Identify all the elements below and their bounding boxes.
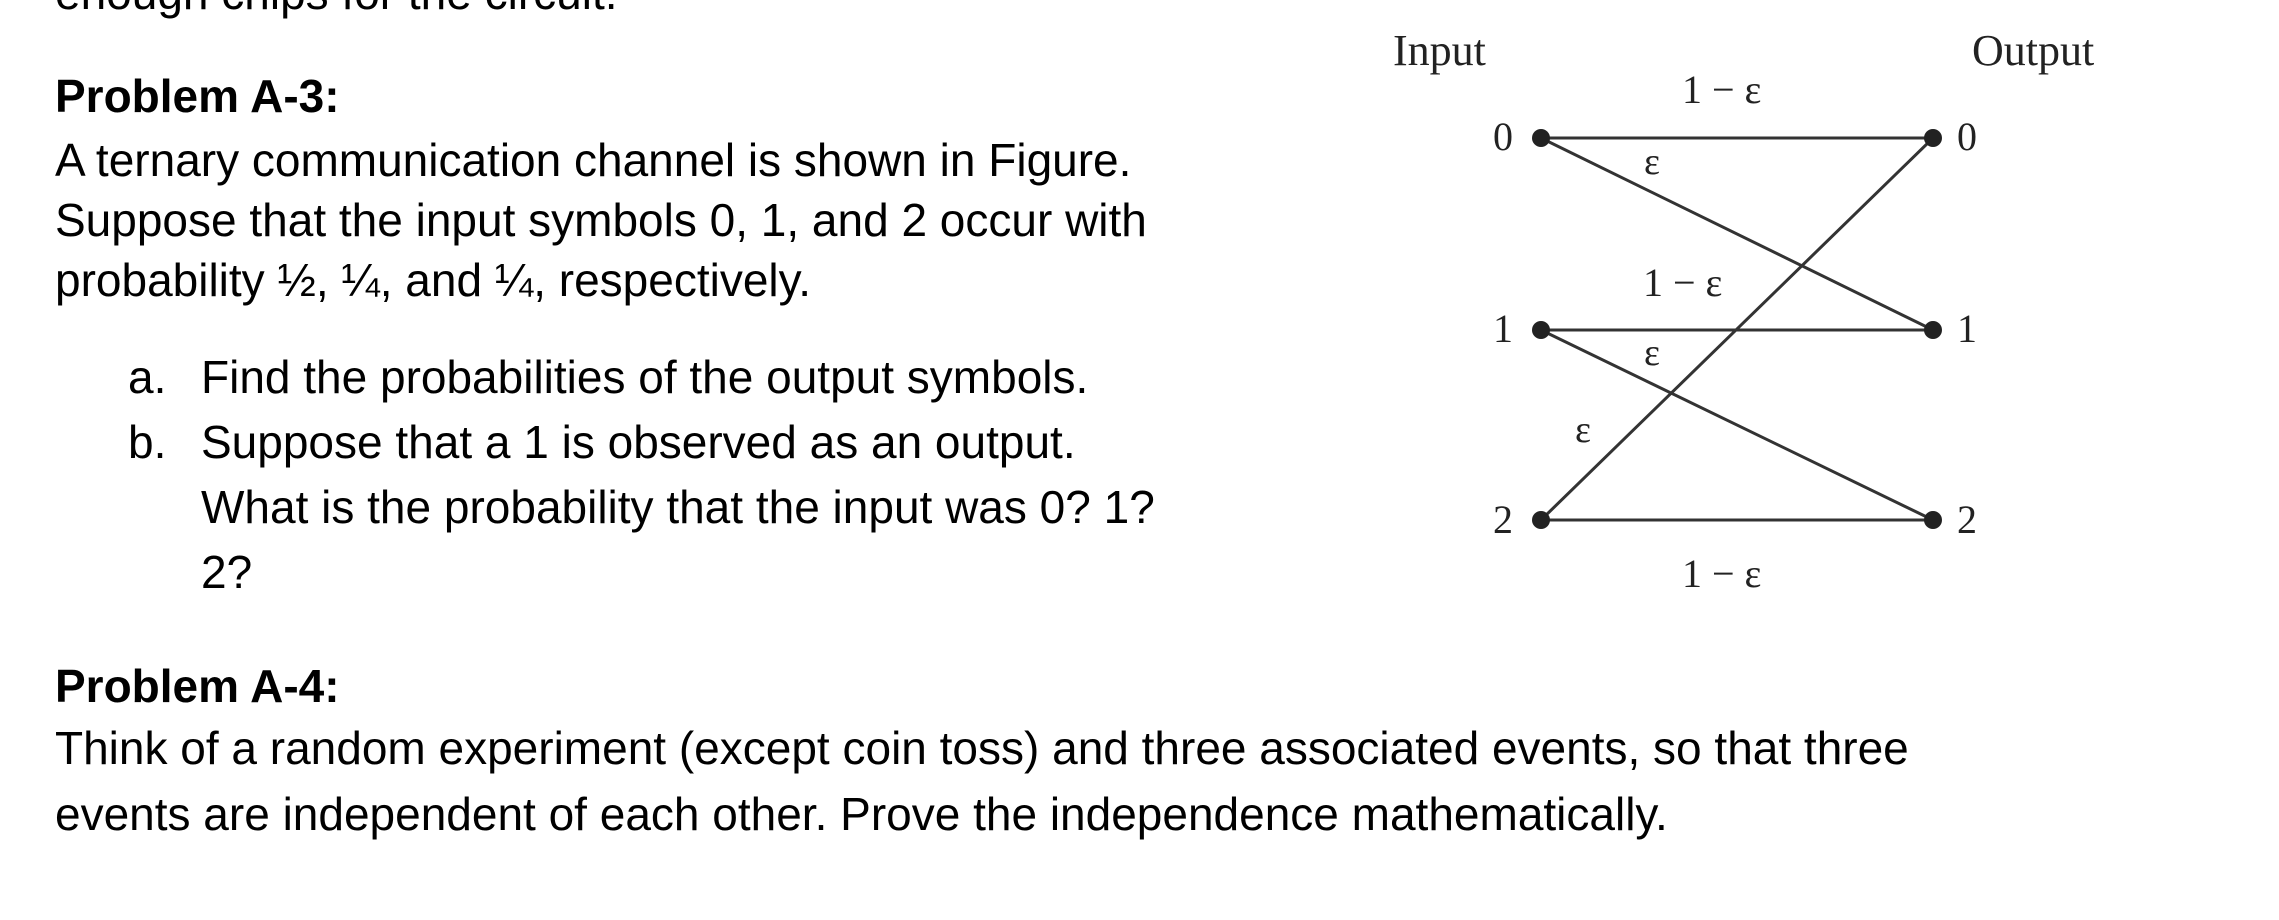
problem-a3-title: Problem A-3: — [55, 70, 340, 122]
item-b-line-3: 2? — [201, 546, 253, 598]
problem-a3-intro-line-1: A ternary communication channel is shown… — [55, 134, 1132, 186]
output-symbol-1: 1 — [1957, 306, 1977, 351]
label-top-straight: 1 − ε — [1682, 67, 1761, 112]
label-cross-1-to-2: ε — [1644, 332, 1660, 374]
list-marker-a: a. — [128, 351, 167, 403]
list-item-a: a. Find the probabilities of the output … — [128, 345, 1155, 410]
input-node-1 — [1532, 321, 1550, 339]
label-cross-0-to-1: ε — [1644, 141, 1660, 183]
edge-0-to-1 — [1540, 136, 1934, 332]
label-cross-2-to-0: ε — [1575, 409, 1591, 451]
input-node-0 — [1532, 129, 1550, 147]
label-bottom-straight: 1 − ε — [1682, 551, 1761, 596]
item-b-line-1: Suppose that a 1 is observed as an outpu… — [201, 416, 1076, 468]
list-item-b: b. Suppose that a 1 is observed as an ou… — [128, 410, 1155, 605]
output-node-0 — [1924, 129, 1942, 147]
output-symbol-2: 2 — [1957, 497, 1977, 542]
input-symbol-1: 1 — [1493, 306, 1513, 351]
problem-a4-title: Problem A-4: — [55, 660, 340, 712]
cut-off-text-line: enough chips for the circuit. — [55, 0, 618, 16]
edge-2-to-0 — [1539, 136, 1935, 522]
problem-a3-question-list: a. Find the probabilities of the output … — [128, 345, 1155, 605]
problem-a3-intro-line-2: Suppose that the input symbols 0, 1, and… — [55, 194, 1147, 246]
edge-1-to-2 — [1540, 328, 1934, 522]
ternary-channel-diagram: Input Output 0 1 2 0 1 2 1 − ε 1 − ε 1 −… — [1393, 26, 2094, 596]
input-symbol-2: 2 — [1493, 497, 1513, 542]
output-node-1 — [1924, 321, 1942, 339]
item-a-line-1: Find the probabilities of the output sym… — [201, 351, 1089, 403]
input-symbol-0: 0 — [1493, 114, 1513, 159]
input-node-2 — [1532, 511, 1550, 529]
output-symbol-0: 0 — [1957, 114, 1977, 159]
output-label: Output — [1972, 26, 2094, 75]
label-middle-straight: 1 − ε — [1643, 260, 1722, 305]
item-b-line-2: What is the probability that the input w… — [201, 481, 1155, 533]
list-marker-b: b. — [128, 416, 167, 468]
problem-a4-line-1: Think of a random experiment (except coi… — [55, 722, 1909, 774]
problem-a4-line-2: events are independent of each other. Pr… — [55, 788, 1668, 840]
problem-a3-intro-line-3: probability ½, ¼, and ¼, respectively. — [55, 254, 811, 306]
input-label: Input — [1393, 26, 1486, 75]
output-node-2 — [1924, 511, 1942, 529]
